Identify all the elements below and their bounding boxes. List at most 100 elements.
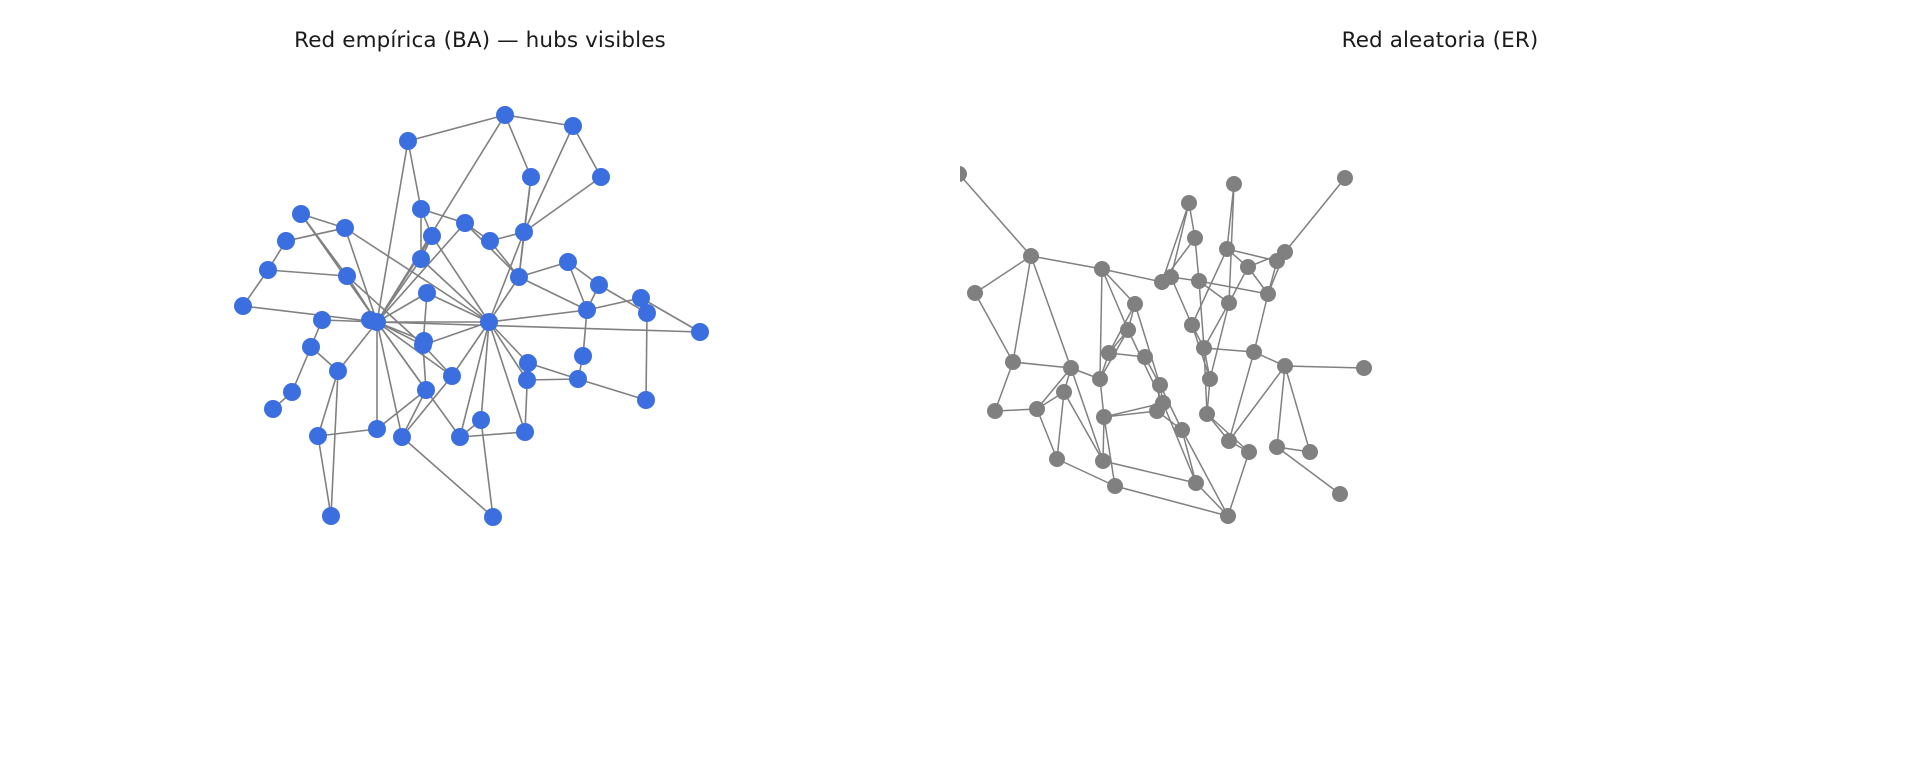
er-node — [1154, 274, 1170, 290]
er-node — [960, 166, 967, 182]
er-edge — [1063, 391, 1104, 462]
er-edge — [1161, 202, 1190, 283]
ba-node — [302, 338, 320, 356]
ba-edge — [285, 227, 346, 242]
er-node — [1219, 241, 1235, 257]
ba-edge — [577, 378, 647, 401]
ba-edge — [376, 321, 701, 333]
ba-edge — [504, 114, 574, 127]
er-node — [1269, 253, 1285, 269]
er-node — [1184, 317, 1200, 333]
ba-node — [564, 117, 582, 135]
er-node — [1029, 401, 1045, 417]
ba-node — [590, 276, 608, 294]
edge-layer-ba — [242, 114, 701, 518]
ba-node — [518, 371, 536, 389]
er-edge — [974, 292, 1014, 363]
ba-node — [368, 420, 386, 438]
er-node — [1332, 486, 1348, 502]
ba-edge — [504, 114, 532, 178]
er-node — [1187, 230, 1203, 246]
er-edge — [1012, 255, 1032, 363]
ba-node — [234, 297, 252, 315]
ba-node — [578, 301, 596, 319]
ba-node — [313, 311, 331, 329]
ba-edge — [317, 428, 378, 437]
er-edge — [1030, 255, 1103, 270]
er-edge — [1134, 303, 1161, 386]
network-graph-empirical-ba — [234, 106, 709, 526]
er-node — [1188, 475, 1204, 491]
er-edge — [960, 174, 1032, 257]
panel-random-er: Red aleatoria (ER) — [960, 0, 1920, 768]
ba-edge — [420, 258, 490, 323]
panel-empirical-ba: Red empírica (BA) — hubs visibles — [234, 28, 709, 526]
node-layer-er — [960, 166, 1372, 524]
ba-node — [569, 370, 587, 388]
ba-node — [338, 267, 356, 285]
er-edge — [974, 255, 1032, 294]
er-edge — [1284, 177, 1346, 253]
ba-node — [516, 423, 534, 441]
er-node — [1096, 409, 1112, 425]
ba-node — [443, 367, 461, 385]
er-edge — [1198, 280, 1205, 349]
er-node — [1199, 406, 1215, 422]
er-edge — [1036, 367, 1072, 410]
ba-edge — [459, 431, 526, 438]
ba-edge — [376, 292, 428, 323]
ba-node — [496, 106, 514, 124]
er-node — [1092, 371, 1108, 387]
ba-node — [691, 323, 709, 341]
er-node — [1191, 273, 1207, 289]
ba-edge — [431, 235, 490, 323]
ba-node — [412, 250, 430, 268]
er-node — [1240, 259, 1256, 275]
ba-node — [559, 253, 577, 271]
er-node — [1101, 345, 1117, 361]
ba-node — [637, 391, 655, 409]
er-edge — [1101, 268, 1129, 331]
er-edge — [1276, 365, 1286, 448]
er-node — [1107, 478, 1123, 494]
ba-edge — [480, 321, 490, 421]
er-edge — [1228, 351, 1255, 442]
ba-edge — [376, 321, 461, 438]
ba-node — [417, 381, 435, 399]
ba-node — [519, 354, 537, 372]
er-node — [1277, 358, 1293, 374]
er-node — [1063, 360, 1079, 376]
er-node — [1127, 296, 1143, 312]
ba-node — [423, 227, 441, 245]
er-edge — [1159, 384, 1183, 431]
er-edge — [1191, 248, 1228, 326]
ba-edge — [459, 321, 490, 438]
ba-node — [418, 284, 436, 302]
ba-edge — [407, 114, 506, 142]
er-edge — [1284, 365, 1311, 453]
ba-edge — [480, 419, 494, 518]
ba-edge — [344, 227, 378, 323]
ba-edge — [376, 222, 466, 323]
ba-edge — [376, 258, 422, 323]
ba-edge — [376, 140, 409, 323]
er-edge — [1162, 402, 1197, 484]
er-edge — [1198, 280, 1269, 295]
er-node — [1202, 371, 1218, 387]
ba-node — [393, 428, 411, 446]
ba-node — [481, 232, 499, 250]
er-edge — [994, 361, 1014, 412]
ba-edge — [488, 276, 520, 323]
er-node — [1056, 384, 1072, 400]
er-node — [1221, 433, 1237, 449]
node-layer-ba — [234, 106, 709, 526]
ba-edge — [317, 370, 339, 437]
ba-edge — [645, 312, 648, 401]
er-edge — [1209, 302, 1230, 380]
ba-node — [259, 261, 277, 279]
ba-edge — [267, 269, 348, 277]
er-node — [1005, 354, 1021, 370]
er-edge — [1103, 416, 1116, 487]
ba-node — [415, 332, 433, 350]
ba-edge — [376, 321, 403, 438]
